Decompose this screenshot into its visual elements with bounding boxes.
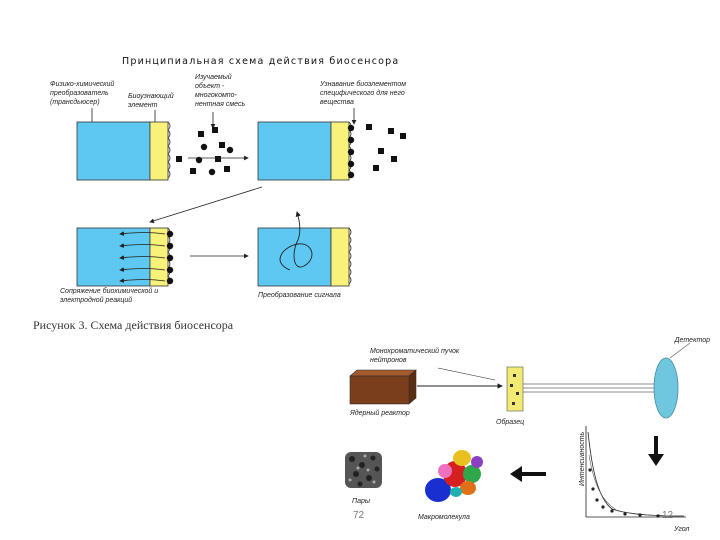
molecule-mixture: [176, 127, 234, 176]
left-arrow: [510, 466, 546, 482]
detector-label-line: [669, 342, 691, 359]
label-sample: Образец: [496, 419, 525, 426]
panel-3: [76, 227, 174, 287]
down-arrow: [648, 436, 664, 466]
electron-transfer-arrows: [119, 231, 166, 283]
label-recognition: Узнавание биоэлементом специфического дл…: [320, 81, 407, 106]
macromolecule-image: [425, 450, 483, 502]
sample-holder: [506, 366, 524, 412]
label-detector: Детектор: [674, 337, 710, 344]
bound-molecules: [347, 124, 355, 179]
receptor-edge: [167, 121, 171, 179]
page-number-right: 12: [662, 510, 674, 521]
arrow-step-2: [149, 186, 263, 224]
label-macromolecule: Макромолекула: [418, 514, 470, 521]
label-signal: Преобразование сигнала: [258, 292, 341, 299]
bio-layer: [149, 121, 169, 181]
label-transducer: Физико-химический преобразователь (транс…: [50, 81, 115, 106]
panel-2: [257, 121, 406, 181]
label-pairs: Пары: [352, 498, 371, 505]
plot-y-label: Интенсивность: [579, 431, 586, 486]
pairs-image: [345, 452, 382, 488]
label-bio-element: Биоузнающий элемент: [128, 93, 174, 109]
label-coupling: Сопряжение биохимической и электродной р…: [60, 288, 159, 304]
plot-x-label: Угол: [674, 526, 690, 533]
figure-caption: Рисунок 3. Схема действия биосенсора: [33, 318, 234, 332]
transducer-block: [76, 121, 151, 181]
intensity-curve: [587, 431, 685, 517]
biosensor-title: Принципиальная схема действия биосенсора: [122, 56, 400, 67]
label-beam: Монохроматический пучок нейтронов: [370, 348, 460, 364]
beam-label-line: [437, 367, 496, 381]
page-number-left: 72: [353, 510, 365, 521]
panel-1: [76, 121, 171, 181]
free-molecules: [366, 124, 406, 171]
detector-lens: [653, 357, 679, 419]
label-object: Изучаемый объект - многокомпо- нентная с…: [195, 74, 246, 108]
panel-4: [257, 211, 352, 287]
reactor-block: [349, 369, 417, 405]
label-reactor: Ядерный реактор: [350, 410, 410, 417]
scattered-beam: [523, 383, 663, 393]
intensity-plot: [585, 426, 686, 518]
signal-curve: [279, 211, 313, 271]
